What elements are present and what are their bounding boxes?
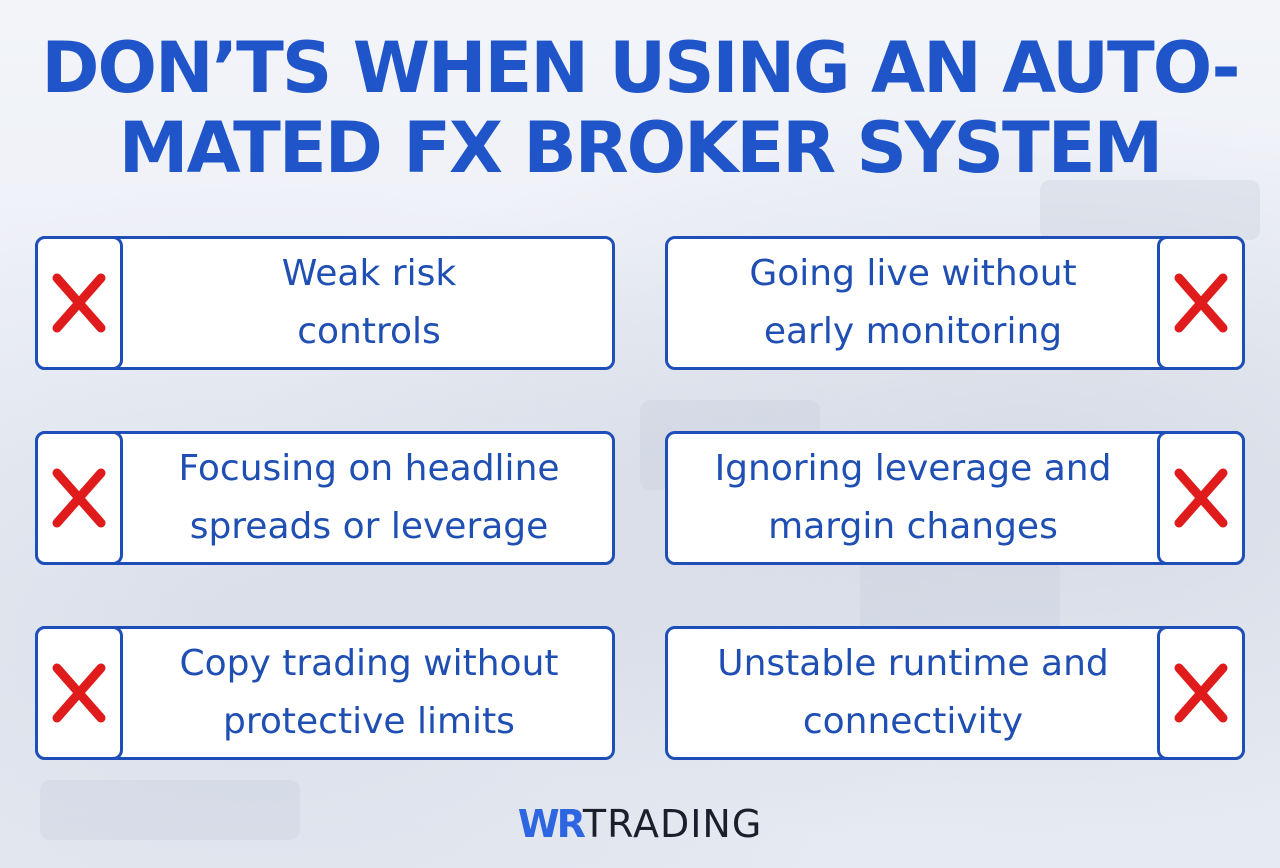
- dont-card-unstable-runtime: Unstable runtime and connectivity: [665, 626, 1245, 760]
- wrtrading-logo: WRTRADING: [0, 800, 1280, 848]
- card-text-line-2: connectivity: [802, 701, 1024, 742]
- card-text: Going live without early monitoring: [668, 239, 1158, 367]
- logo-part-trading: TRADING: [582, 802, 763, 846]
- x-box: [1157, 626, 1245, 760]
- card-text-line-1: Unstable runtime and: [717, 643, 1109, 684]
- dont-card-headline-spreads: Focusing on headline spreads or leverage: [35, 431, 615, 565]
- dont-card-ignoring-leverage: Ignoring leverage and margin changes: [665, 431, 1245, 565]
- x-box: [1157, 236, 1245, 370]
- red-x-icon: [52, 468, 106, 528]
- card-text: Unstable runtime and connectivity: [668, 629, 1158, 757]
- bg-shape: [40, 780, 300, 840]
- red-x-icon: [1174, 273, 1228, 333]
- card-text-line-1: Focusing on headline: [178, 448, 560, 489]
- card-text-line-1: Going live without: [749, 253, 1077, 294]
- card-text-line-2: protective limits: [223, 701, 515, 742]
- card-text: Focusing on headline spreads or leverage: [126, 434, 612, 562]
- title-line-1: DON’TS WHEN USING AN AUTO-: [41, 27, 1240, 109]
- card-text-line-1: Weak risk: [281, 253, 457, 294]
- logo-part-wr: WR: [517, 802, 586, 846]
- dont-card-weak-risk: Weak risk controls: [35, 236, 615, 370]
- card-text-line-2: spreads or leverage: [189, 506, 549, 547]
- x-box: [35, 626, 123, 760]
- x-box: [1157, 431, 1245, 565]
- bg-shape: [1040, 180, 1260, 240]
- card-text: Ignoring leverage and margin changes: [668, 434, 1158, 562]
- card-text-line-2: controls: [297, 311, 441, 352]
- dont-card-going-live: Going live without early monitoring: [665, 236, 1245, 370]
- card-text-line-1: Ignoring leverage and: [714, 448, 1112, 489]
- x-box: [35, 236, 123, 370]
- dont-card-copy-trading: Copy trading without protective limits: [35, 626, 615, 760]
- card-text: Copy trading without protective limits: [126, 629, 612, 757]
- red-x-icon: [1174, 663, 1228, 723]
- card-text-line-2: margin changes: [768, 506, 1058, 547]
- card-text-line-2: early monitoring: [763, 311, 1063, 352]
- card-text-line-1: Copy trading without: [179, 643, 559, 684]
- card-text: Weak risk controls: [126, 239, 612, 367]
- title-line-2: MATED FX BROKER SYSTEM: [118, 107, 1163, 189]
- red-x-icon: [52, 663, 106, 723]
- page-title: DON’TS WHEN USING AN AUTO- MATED FX BROK…: [0, 28, 1280, 188]
- red-x-icon: [1174, 468, 1228, 528]
- x-box: [35, 431, 123, 565]
- red-x-icon: [52, 273, 106, 333]
